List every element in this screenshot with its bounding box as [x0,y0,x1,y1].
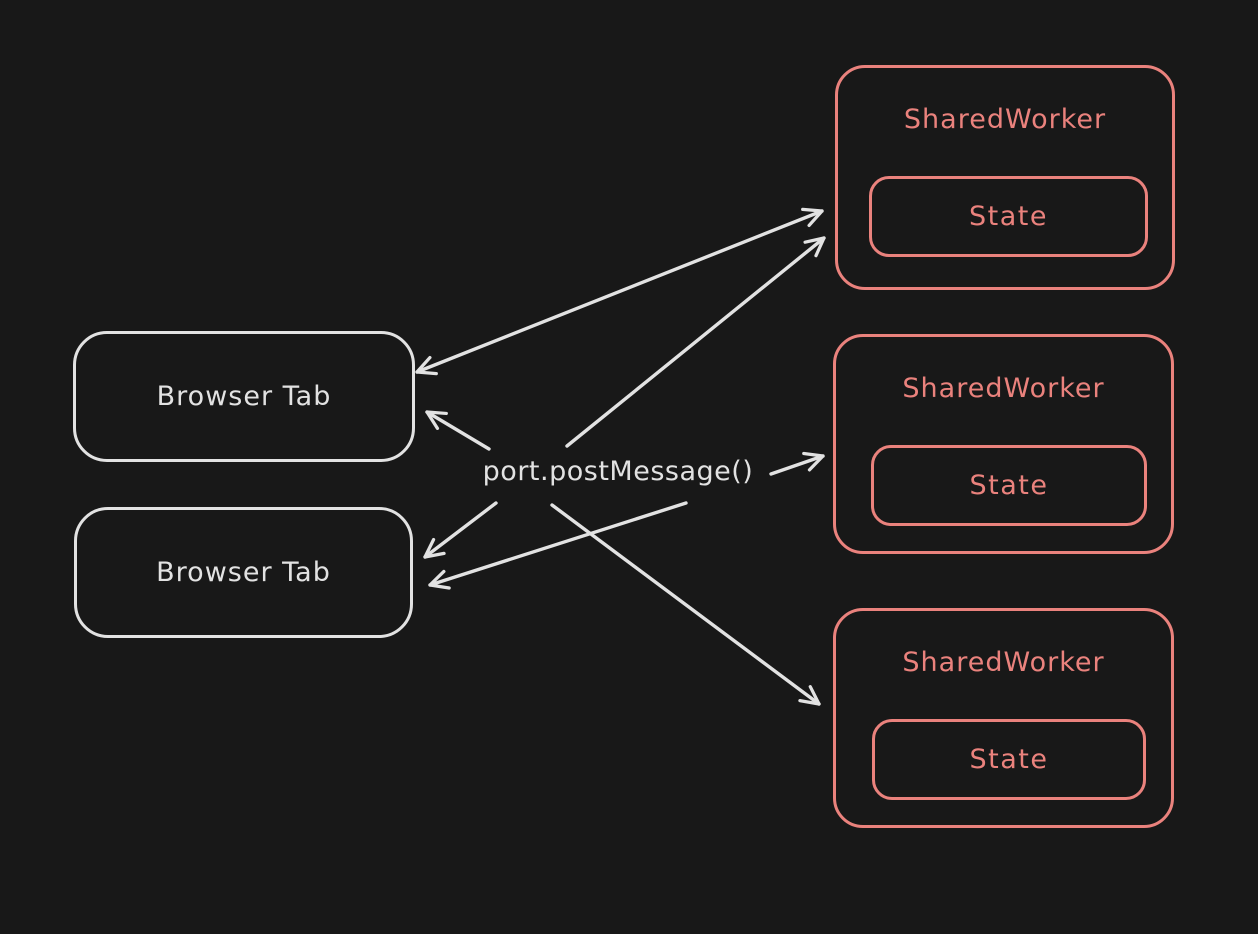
browser-tab-2-label: Browser Tab [156,557,331,588]
shared-worker-2-state-label: State [969,470,1049,501]
port-postmessage-label: port.postMessage() [482,456,754,487]
arrow-label-to-tab2-lower [428,501,688,590]
shared-worker-1-state-box: State [869,176,1148,257]
shared-worker-3-state-label: State [969,744,1049,775]
arrow-label-to-tab2-upper [423,501,498,559]
shared-worker-3-node: SharedWorker State [833,608,1174,828]
shared-worker-1-node: SharedWorker State [835,65,1175,290]
shared-worker-2-title: SharedWorker [902,373,1105,404]
shared-worker-3-state-box: State [872,719,1146,800]
browser-tab-2-node: Browser Tab [74,507,413,638]
shared-worker-3-title: SharedWorker [902,647,1105,678]
browser-tab-1-label: Browser Tab [156,381,332,412]
arrow-label-to-worker1 [565,236,826,448]
arrow-label-to-tab1 [425,410,491,451]
shared-worker-1-state-label: State [969,201,1048,232]
arrow-label-to-worker3 [550,503,821,706]
arrow-label-to-worker2 [769,451,825,476]
arrow-tab1-worker1-bidirectional [415,207,824,376]
shared-worker-1-title: SharedWorker [903,104,1107,135]
shared-worker-2-state-box: State [871,445,1147,526]
browser-tab-1-node: Browser Tab [73,331,415,462]
shared-worker-2-node: SharedWorker State [833,334,1174,554]
